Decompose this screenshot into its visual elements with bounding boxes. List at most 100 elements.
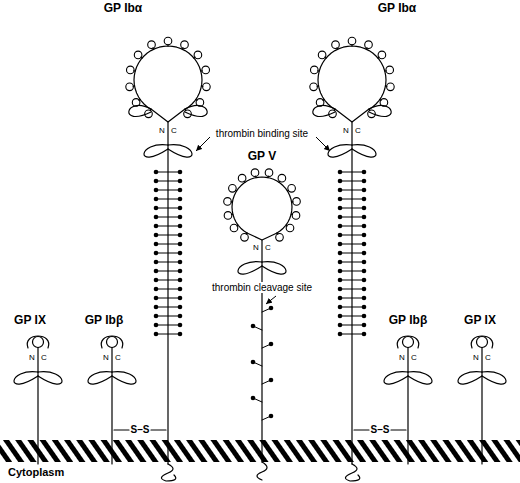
terminus-label: C (411, 354, 417, 363)
glycan-dot (338, 314, 343, 319)
leucine-rich-repeat (310, 83, 318, 91)
lrr-link (335, 109, 369, 122)
leucine-rich-repeat (134, 51, 142, 59)
disulfide-link (151, 429, 166, 430)
stem-line (407, 348, 408, 373)
terminus-label: N (103, 354, 109, 363)
terminus-label: C (171, 127, 177, 136)
leucine-rich-repeat (365, 41, 373, 49)
leader-arrow (266, 296, 276, 304)
lrr-backbone (134, 46, 202, 109)
glycan-dot (154, 206, 159, 211)
terminus-label: N (473, 354, 479, 363)
leucine-rich-repeat (224, 212, 232, 220)
glycan-dot (362, 305, 367, 310)
glycan-rung (156, 307, 180, 308)
glycan-dot (178, 215, 183, 220)
transmembrane-stalk (407, 372, 408, 464)
cytoplasmic-tail (257, 462, 267, 480)
transmembrane-stalk (111, 372, 112, 464)
glycan-dot (362, 197, 367, 202)
glycan-dot (251, 324, 256, 329)
protein-name: GP IX (464, 314, 496, 327)
glycan-dot (338, 188, 343, 193)
glycan-dot (362, 206, 367, 211)
glycan-dot (154, 314, 159, 319)
glycan-dot (178, 188, 183, 193)
transmembrane-stalk (167, 145, 168, 464)
glycan-rung (340, 289, 364, 290)
terminus-label: C (355, 127, 361, 136)
glycan-dot (338, 251, 343, 256)
glycan-rung (340, 298, 364, 299)
glycan-rung (340, 334, 364, 335)
glycan-dot (154, 179, 159, 184)
lrr-cap-loop (185, 105, 207, 116)
site-label: thrombin cleavage site (210, 282, 314, 293)
glycan-dot (154, 269, 159, 274)
glycan-dot (338, 287, 343, 292)
glycan-rung (340, 271, 364, 272)
glycan-rung (156, 226, 180, 227)
lrr-spoke (351, 45, 352, 47)
glycan-rung (156, 253, 180, 254)
glycan-dot (362, 224, 367, 229)
glycan-dot (338, 278, 343, 283)
lrr-link (151, 109, 185, 122)
leucine-rich-repeat (229, 185, 237, 193)
lrr-spoke (286, 224, 287, 226)
glycan-rung (340, 235, 364, 236)
glycan-dot (178, 206, 183, 211)
glycan-rung (156, 181, 180, 182)
glycan-dot (338, 233, 343, 238)
lrr-spoke (235, 190, 236, 192)
leucine-rich-repeat (224, 198, 232, 206)
leucine-rich-repeat (181, 41, 189, 49)
leucine-rich-repeat (148, 41, 156, 49)
lrr-spoke (386, 85, 388, 86)
glycan-dot (178, 296, 183, 301)
stem-line (167, 122, 168, 145)
lrr-spoke (255, 176, 256, 178)
glycan-dot (178, 233, 183, 238)
glycan-dot (338, 206, 343, 211)
glycan-dot (338, 305, 343, 310)
glycan-dot (362, 233, 367, 238)
lrr-cap-loop (397, 336, 419, 348)
leucine-rich-repeat (288, 185, 296, 193)
stem-line (111, 348, 112, 373)
terminus-label: N (253, 244, 259, 253)
leucine-rich-repeat (311, 66, 319, 74)
glycan-dot (154, 278, 159, 283)
flank-loop (384, 372, 408, 385)
glycan-rung (340, 244, 364, 245)
leucine-rich-repeat (332, 41, 340, 49)
lrr-spoke (182, 48, 184, 49)
lrr-spoke (317, 85, 319, 86)
glycan-rung (340, 181, 364, 182)
lrr-spoke (336, 48, 338, 49)
glycan-dot (178, 242, 183, 247)
glycan-rung (156, 334, 180, 335)
glycan-rung (340, 325, 364, 326)
lrr-cap-loop (101, 336, 123, 348)
glycan-rung (340, 208, 364, 209)
glycan-rung (340, 253, 364, 254)
glycan-dot (362, 296, 367, 301)
transmembrane-stalk (481, 372, 482, 464)
bond-label: S–S (131, 424, 150, 435)
bond-label: S–S (371, 424, 390, 435)
lrr-spoke (134, 70, 136, 71)
leader-arrow (316, 137, 330, 151)
flank-loop (168, 145, 192, 158)
lrr-spoke (237, 224, 238, 226)
glycan-dot (178, 305, 183, 310)
glycan-dot (154, 215, 159, 220)
glycan-dot (154, 224, 159, 229)
flank-loop (482, 372, 506, 385)
glycan-rung (340, 172, 364, 173)
glycan-dot (178, 170, 183, 175)
region-label: Cytoplasm (8, 466, 64, 478)
terminus-label: C (485, 354, 491, 363)
